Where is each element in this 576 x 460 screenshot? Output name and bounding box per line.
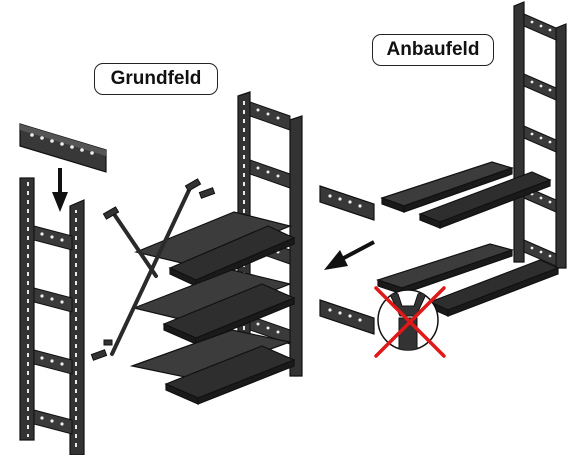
wrench-prohibited-icon	[374, 286, 446, 358]
extension-shelving-unit	[319, 1, 567, 335]
extension-section-label: Anbaufeld	[372, 34, 494, 66]
arrow-down-icon	[52, 168, 68, 212]
shelf-bottom	[129, 329, 296, 405]
arrow-left-icon	[324, 240, 375, 270]
base-shelving-unit	[90, 91, 303, 405]
shelf-middle	[131, 269, 296, 345]
base-section-label: Grundfeld	[94, 63, 218, 95]
diagonal-braces	[110, 186, 192, 356]
loose-upright-frame	[19, 177, 85, 456]
loose-crossbar	[19, 123, 107, 173]
